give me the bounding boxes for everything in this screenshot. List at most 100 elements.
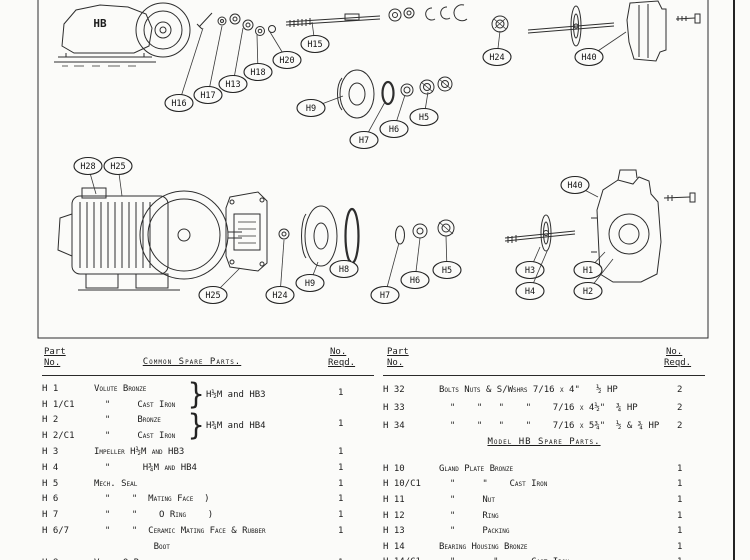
callout-h1: H1 xyxy=(573,251,606,280)
part-no: H 33 xyxy=(383,403,405,413)
part-no: H 8 xyxy=(42,558,94,560)
callout-label: H25 xyxy=(110,162,125,172)
part-desc: " " Cast Iron xyxy=(439,557,675,560)
callout-h24: H24 xyxy=(482,30,512,67)
pump-shaft-drawing xyxy=(285,13,381,27)
part-no: H 34 xyxy=(383,421,405,431)
seal-group-bottom-drawing xyxy=(278,205,455,267)
header-rule xyxy=(383,375,705,376)
common-spare-parts-table: Part No. Common Spare Parts. No. Reqd. H… xyxy=(42,345,374,560)
col-header-qty: No. xyxy=(330,347,347,357)
part-no: H 1/C1 xyxy=(42,399,75,410)
callout-label: H40 xyxy=(581,53,596,63)
callout-h7: H7 xyxy=(370,242,400,305)
header-rule xyxy=(42,375,374,376)
callout-h16: H16 xyxy=(164,27,204,113)
callout-label: H16 xyxy=(171,99,186,109)
table-title: Common Spare Parts. xyxy=(142,357,242,367)
part-no: H 6/7 xyxy=(42,526,70,537)
part-no: H 5 xyxy=(42,478,59,489)
part-no: H 2 xyxy=(42,415,59,426)
col-header-part-no: No. xyxy=(44,358,61,368)
callout-h17: H17 xyxy=(193,25,223,105)
callout-h8: H8 xyxy=(329,259,359,279)
part-qty: 1 xyxy=(677,479,683,490)
callout-label: H9 xyxy=(305,279,315,289)
part-no: H 12 xyxy=(383,510,405,521)
callout-label: H9 xyxy=(306,104,316,114)
brace: } xyxy=(188,377,205,412)
table-row: H 2 " Bronze xyxy=(42,413,374,429)
col-header-reqd: Reqd. xyxy=(328,358,356,368)
callout-label: H7 xyxy=(359,136,369,146)
callout-h24: H24 xyxy=(265,239,295,305)
diagram-border xyxy=(37,0,709,339)
callout-label: H5 xyxy=(442,266,452,276)
table-row: H 1/C1 " Cast Iron xyxy=(42,397,374,413)
part-desc: " H¾M and HB4 xyxy=(94,462,197,473)
col-header-reqd: Reqd. xyxy=(664,358,692,368)
part-desc: " Packing xyxy=(439,526,510,537)
part-desc: Mech. Seal xyxy=(94,478,138,489)
callout-h6: H6 xyxy=(400,237,430,290)
part-qty: 2 xyxy=(677,385,683,395)
col-header-part-no: No. xyxy=(387,358,404,368)
callout-label: H8 xyxy=(339,265,349,275)
part-no: H 14/C1 xyxy=(383,557,439,560)
part-desc: " Cast Iron xyxy=(94,431,176,442)
table-row: H 5 Mech. Seal 1 xyxy=(42,476,374,492)
part-desc: " " Mating Face ) xyxy=(94,494,210,505)
part-qty: 2 xyxy=(677,403,683,413)
impeller-shaft-drawing xyxy=(527,5,615,47)
callout-h25: H25 xyxy=(198,267,241,305)
part-desc: " " Ceramic Mating Face & Rubber xyxy=(94,526,266,537)
part-no: H 32 xyxy=(383,385,405,395)
callout-label: H1 xyxy=(583,266,593,276)
callout-label: H13 xyxy=(225,80,240,90)
callout-label: H6 xyxy=(410,276,420,286)
page-edge-line xyxy=(733,0,735,560)
part-no: H 1 xyxy=(42,383,59,394)
part-desc: " " " " 7/16 x 4½" ¾ HP xyxy=(439,403,638,413)
callout-h6: H6 xyxy=(379,94,409,139)
callout-label: H20 xyxy=(279,56,294,66)
table-row: H 2/C1 " Cast Iron xyxy=(42,428,374,444)
table-row: H 7 " " O Ring )1 xyxy=(42,507,374,523)
callout-h25: H25 xyxy=(103,156,133,197)
part-desc: Bearing Housing Bronze xyxy=(439,541,528,552)
callout-h3: H3 xyxy=(515,246,545,280)
callout-label: H4 xyxy=(525,287,535,297)
motor-drawing xyxy=(57,187,242,291)
callout-label: H24 xyxy=(489,53,504,63)
part-no: H 13 xyxy=(383,526,405,537)
section-title: Model HB Spare Parts. xyxy=(487,437,601,447)
callout-h20: H20 xyxy=(269,31,302,70)
part-no: H 6 xyxy=(42,494,59,505)
volute-casing-drawing xyxy=(591,169,696,283)
part-qty: 1 xyxy=(338,478,344,489)
part-no: H 14 xyxy=(383,541,405,552)
impeller-shaft2-drawing xyxy=(504,214,576,252)
part-no: H 4 xyxy=(42,462,59,473)
small-hardware-drawing xyxy=(196,12,276,36)
seal-group-top-drawing xyxy=(337,69,453,119)
part-no: H 10 xyxy=(383,463,405,474)
part-no: H 3 xyxy=(42,447,59,458)
part-desc: Gland Plate Bronze xyxy=(439,463,514,474)
part-qty: 1 xyxy=(336,558,372,560)
callout-h2: H2 xyxy=(573,258,614,301)
callout-h9: H9 xyxy=(296,95,344,118)
group-note: H¾M and HB4 xyxy=(206,421,266,431)
callout-h13: H13 xyxy=(218,27,248,94)
part-desc: Volute O Ring xyxy=(94,558,336,560)
